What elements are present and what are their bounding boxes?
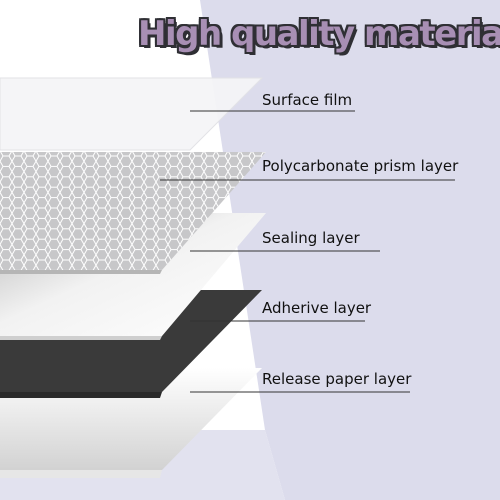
sealing-edge	[0, 336, 162, 340]
page-title: High quality materials	[138, 14, 500, 54]
leader-lines	[160, 110, 455, 393]
prism-sheet-pattern	[0, 152, 266, 270]
layer-label-release-paper: Release paper layer	[262, 370, 412, 388]
layer-label-prism: Polycarbonate prism layer	[262, 157, 459, 175]
adherive-edge	[0, 392, 162, 398]
prism-edge	[0, 270, 162, 274]
release-paper-edge	[0, 470, 162, 478]
backdrop-panel	[140, 0, 500, 500]
surface-film-sheet	[0, 77, 264, 151]
layer-label-adherive: Adherive layer	[262, 299, 372, 317]
layer-label-sealing: Sealing layer	[262, 229, 360, 247]
layer-label-surface-film: Surface film	[262, 91, 353, 109]
